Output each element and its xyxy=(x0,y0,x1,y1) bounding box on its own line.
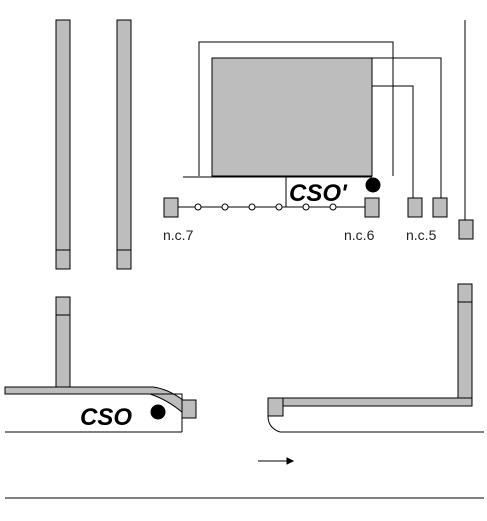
vertical-bar-1 xyxy=(55,19,71,270)
cso-box xyxy=(5,393,183,432)
node-dots xyxy=(194,203,337,211)
cso-dot xyxy=(150,404,166,420)
label-cso-prime: CSO' xyxy=(289,180,348,207)
terminal-nc6 xyxy=(364,197,380,218)
label-nc7: n.c.7 xyxy=(163,227,194,243)
terminal-right xyxy=(458,219,474,240)
cso-prime-dot xyxy=(365,177,381,193)
lower-right-end-block xyxy=(267,397,284,417)
wire-loops xyxy=(198,20,466,220)
label-nc6: n.c.6 xyxy=(344,227,375,243)
label-cso: CSO xyxy=(80,404,132,431)
terminal-nc5-b xyxy=(432,197,448,218)
lower-right-horizontal-bar xyxy=(281,397,473,407)
lower-right-vertical xyxy=(457,283,473,407)
lower-left-vertical xyxy=(55,296,71,388)
terminal-nc7 xyxy=(163,197,179,218)
flow-arrow-icon xyxy=(258,457,295,465)
baselines xyxy=(5,431,484,499)
terminal-nc5-a xyxy=(407,197,423,218)
vertical-bar-2 xyxy=(116,19,132,270)
lower-right-curve xyxy=(267,415,281,433)
central-block xyxy=(211,57,373,177)
label-nc5: n.c.5 xyxy=(406,227,437,243)
lower-left-end-block xyxy=(181,399,197,419)
